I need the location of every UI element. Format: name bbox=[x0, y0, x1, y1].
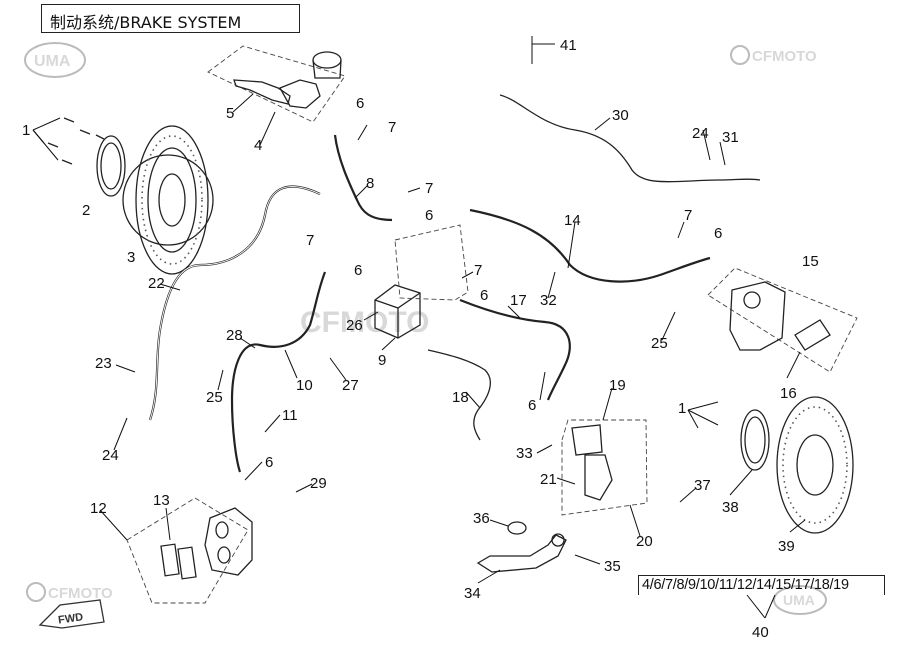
rear-brake-disc bbox=[776, 396, 854, 534]
callout-35: 35 bbox=[604, 558, 621, 575]
rear-brake-hose-17 bbox=[459, 298, 571, 401]
callout-38: 38 bbox=[722, 499, 739, 516]
front-brake-hose-10 bbox=[230, 271, 327, 473]
front-master-cylinder bbox=[233, 51, 342, 109]
callout-8: 8 bbox=[366, 175, 374, 192]
cfmoto-logo-text-bottom: CFMOTO bbox=[48, 585, 113, 602]
front-brake-hose-22 bbox=[148, 185, 321, 421]
uma-logo-text: UMA bbox=[34, 53, 71, 70]
front-caliper bbox=[160, 507, 253, 580]
rear-caliper bbox=[729, 281, 831, 351]
callout-21: 21 bbox=[540, 471, 557, 488]
uma-logo-top-left: UMA bbox=[24, 42, 86, 78]
callout-6: 6 bbox=[354, 262, 362, 279]
abs-unit bbox=[374, 284, 421, 339]
front-master-cylinder-box bbox=[207, 45, 346, 123]
callout-6: 6 bbox=[356, 95, 364, 112]
callout-6: 6 bbox=[714, 225, 722, 242]
callout-15: 15 bbox=[802, 253, 819, 270]
callout-24: 24 bbox=[692, 125, 709, 142]
fwd-arrow-icon: FWD bbox=[38, 599, 105, 629]
callout-28: 28 bbox=[226, 327, 243, 344]
callout-1: 1 bbox=[22, 122, 30, 139]
callout-17: 17 bbox=[510, 292, 527, 309]
callout-9: 9 bbox=[378, 352, 386, 369]
fwd-text: FWD bbox=[57, 611, 84, 626]
callout-36: 36 bbox=[473, 510, 490, 527]
uma-logo-text-bottom: UMA bbox=[783, 592, 815, 608]
callout-4: 4 bbox=[254, 137, 262, 154]
rear-caliper-box bbox=[707, 267, 858, 373]
callout-40: 40 bbox=[752, 624, 769, 641]
rear-master-cylinder-box bbox=[561, 419, 648, 516]
callout-22: 22 bbox=[148, 275, 165, 292]
callout-3: 3 bbox=[127, 249, 135, 266]
callout-37: 37 bbox=[694, 477, 711, 494]
callout-6: 6 bbox=[265, 454, 273, 471]
callout-14: 14 bbox=[564, 212, 581, 229]
callout-30: 30 bbox=[612, 107, 629, 124]
assembly-parts-box: 4/6/7/8/9/10/11/12/14/15/17/18/19 bbox=[638, 575, 885, 595]
callout-7: 7 bbox=[388, 119, 396, 136]
callout-6: 6 bbox=[425, 207, 433, 224]
front-speed-sensor-wire-18 bbox=[427, 349, 491, 441]
callout-33: 33 bbox=[516, 445, 533, 462]
callout-34: 34 bbox=[464, 585, 481, 602]
callout-29: 29 bbox=[310, 475, 327, 492]
callout-25: 25 bbox=[206, 389, 223, 406]
front-brake-disc bbox=[122, 125, 214, 275]
front-caliper-box bbox=[126, 497, 249, 604]
callout-41: 41 bbox=[560, 37, 577, 54]
leader-lines bbox=[32, 36, 806, 619]
callout-16: 16 bbox=[780, 385, 797, 402]
callout-6: 6 bbox=[528, 397, 536, 414]
callout-31: 31 bbox=[722, 129, 739, 146]
callout-7: 7 bbox=[306, 232, 314, 249]
cfmoto-logo-bottom-left: CFMOTO bbox=[26, 582, 113, 602]
callout-20: 20 bbox=[636, 533, 653, 550]
front-abs-ring bbox=[96, 135, 126, 197]
callout-26: 26 bbox=[346, 317, 363, 334]
callout-18: 18 bbox=[452, 389, 469, 406]
front-disc-bolts bbox=[47, 117, 105, 165]
callout-10: 10 bbox=[296, 377, 313, 394]
callout-5: 5 bbox=[226, 105, 234, 122]
page-title: 制动系统/BRAKE SYSTEM bbox=[50, 13, 242, 32]
cfmoto-watermark-center: CFMOTO bbox=[300, 306, 429, 339]
callout-11: 11 bbox=[282, 407, 298, 424]
callout-32: 32 bbox=[540, 292, 557, 309]
uma-logo-bottom-right: UMA bbox=[773, 585, 827, 615]
callout-1: 1 bbox=[678, 400, 686, 417]
callout-7: 7 bbox=[425, 180, 433, 197]
callout-6: 6 bbox=[480, 287, 488, 304]
rear-master-cylinder bbox=[571, 424, 613, 501]
callout-24: 24 bbox=[102, 447, 119, 464]
cfmoto-logo-text-top: CFMOTO bbox=[752, 48, 817, 65]
cfmoto-logo-center: CFMOTO bbox=[300, 306, 429, 339]
callout-25: 25 bbox=[651, 335, 668, 352]
cfmoto-logo-top-right: CFMOTO bbox=[730, 45, 817, 65]
callout-39: 39 bbox=[778, 538, 795, 555]
front-brake-hose-8 bbox=[333, 134, 393, 222]
assembly-parts-list: 4/6/7/8/9/10/11/12/14/15/17/18/19 bbox=[642, 577, 849, 593]
callout-7: 7 bbox=[474, 262, 482, 279]
callout-12: 12 bbox=[90, 500, 107, 517]
callout-19: 19 bbox=[609, 377, 626, 394]
return-spring-36 bbox=[507, 521, 527, 535]
rear-brake-hose-14 bbox=[469, 208, 711, 283]
callout-labels: 1 2 3 4 5 6 7 8 41 30 24 31 7 6 14 7 6 1… bbox=[22, 37, 819, 641]
rear-brake-pedal bbox=[476, 533, 567, 573]
callout-13: 13 bbox=[153, 492, 170, 509]
callout-7: 7 bbox=[684, 207, 692, 224]
title-box: 制动系统/BRAKE SYSTEM bbox=[41, 4, 300, 33]
callout-23: 23 bbox=[95, 355, 112, 372]
callout-2: 2 bbox=[82, 202, 90, 219]
rear-abs-ring bbox=[740, 409, 770, 471]
callout-27: 27 bbox=[342, 377, 359, 394]
rear-speed-sensor-wire-30 bbox=[499, 94, 761, 183]
